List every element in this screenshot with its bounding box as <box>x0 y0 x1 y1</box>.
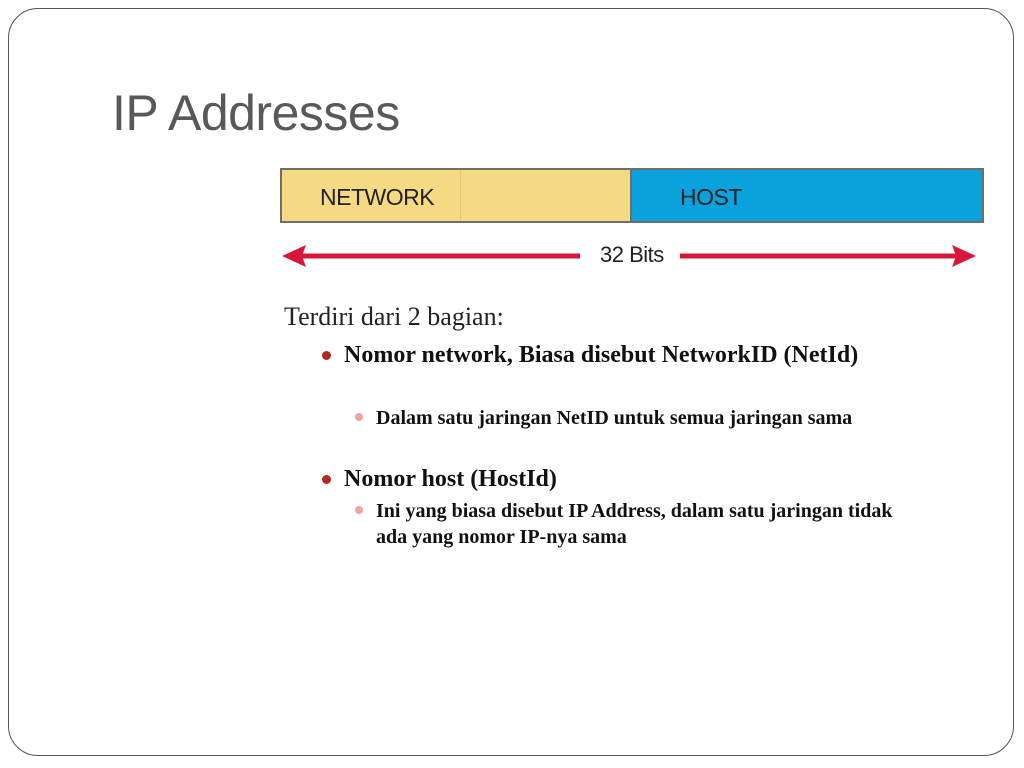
sub-list-item: Dalam satu jaringan NetID untuk semua ja… <box>376 407 853 429</box>
list-item: Nomor network, Biasa disebut NetworkID (… <box>344 342 859 368</box>
sub-bullet-icon <box>355 413 363 421</box>
list-item: Nomor host (HostId) <box>344 466 557 492</box>
sub-list-item: Ini yang biasa disebut IP Address, dalam… <box>376 500 893 548</box>
segment-divider <box>460 170 461 221</box>
host-label: HOST <box>680 184 742 210</box>
sub-bullet-icon <box>355 506 363 514</box>
bits-label: 32 Bits <box>600 242 664 267</box>
slide-frame <box>8 8 1014 756</box>
ip-address-diagram: NETWORK HOST 32 Bits <box>278 166 988 276</box>
bullet-icon <box>322 475 331 484</box>
slide-title: IP Addresses <box>112 85 400 141</box>
network-segment: NETWORK <box>280 168 630 223</box>
left-arrowhead <box>282 245 306 267</box>
right-arrowhead <box>952 245 976 267</box>
host-segment: HOST <box>630 168 984 223</box>
intro-text: Terdiri dari 2 bagian: <box>284 302 504 331</box>
network-label: NETWORK <box>320 184 435 210</box>
bullet-icon <box>322 351 331 360</box>
double-arrow-icon <box>282 245 976 267</box>
